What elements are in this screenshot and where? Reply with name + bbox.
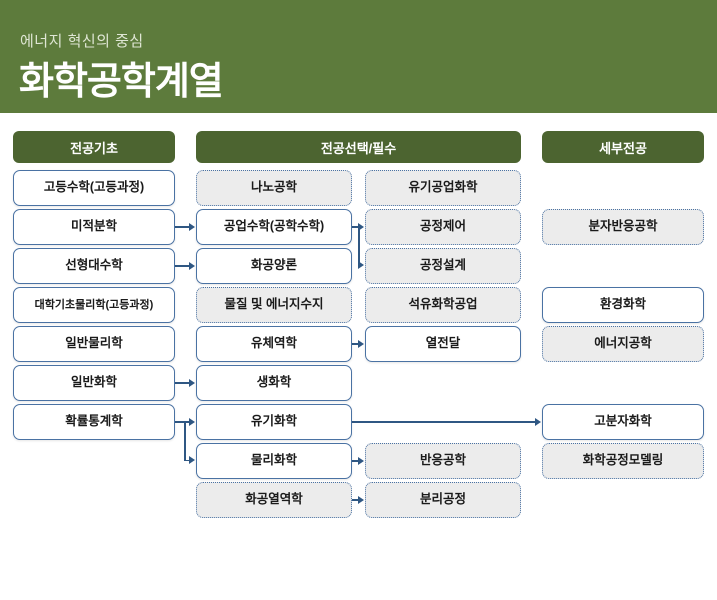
arrow-head-icon [189, 222, 195, 231]
connector-line [358, 226, 360, 267]
arrow-head-icon [535, 417, 541, 426]
connector-line [175, 265, 190, 267]
course-box[interactable]: 화공열역학 [196, 482, 352, 518]
arrow-head-icon [358, 495, 364, 504]
connector-line [352, 343, 360, 345]
arrow-head-icon [358, 261, 364, 270]
course-box[interactable]: 환경화학 [542, 287, 704, 323]
arrow-head-icon [358, 456, 364, 465]
course-box[interactable]: 화학공정모델링 [542, 443, 704, 479]
column-header-2: 전공선택/필수 [196, 131, 521, 163]
connector-line [175, 421, 186, 423]
course-box[interactable]: 고분자화학 [542, 404, 704, 440]
arrow-head-icon [189, 261, 195, 270]
course-box[interactable]: 물리화학 [196, 443, 352, 479]
column-header-3: 세부전공 [542, 131, 704, 163]
column-header-1: 전공기초 [13, 131, 175, 163]
course-box[interactable]: 분자반응공학 [542, 209, 704, 245]
course-box[interactable]: 확률통계학 [13, 404, 175, 440]
course-box[interactable]: 대학기초물리학(고등과정) [13, 287, 175, 323]
course-box[interactable]: 열전달 [365, 326, 521, 362]
course-box[interactable]: 선형대수학 [13, 248, 175, 284]
course-box[interactable]: 유기화학 [196, 404, 352, 440]
course-box[interactable]: 유체역학 [196, 326, 352, 362]
arrow-head-icon [358, 222, 364, 231]
connector-line [184, 459, 191, 462]
course-box[interactable]: 나노공학 [196, 170, 352, 206]
course-box[interactable]: 일반물리학 [13, 326, 175, 362]
arrow-head-icon [189, 417, 195, 426]
page-title: 화학공학계열 [19, 61, 224, 103]
course-box[interactable]: 화공양론 [196, 248, 352, 284]
connector-line [175, 382, 190, 384]
course-box[interactable]: 석유화학공업 [365, 287, 521, 323]
course-box[interactable]: 공정설계 [365, 248, 521, 284]
course-box[interactable]: 공업수학(공학수학) [196, 209, 352, 245]
page-banner: 에너지 혁신의 중심 화학공학계열 [0, 0, 717, 113]
arrow-head-icon [189, 378, 195, 387]
course-box[interactable]: 물질 및 에너지수지 [196, 287, 352, 323]
course-box[interactable]: 생화학 [196, 365, 352, 401]
arrow-head-icon [189, 456, 195, 465]
connector-line [352, 499, 360, 501]
connector-line [352, 460, 360, 462]
connector-line [352, 226, 360, 228]
course-box[interactable]: 반응공학 [365, 443, 521, 479]
course-box[interactable]: 유기공업화학 [365, 170, 521, 206]
connector-line [184, 421, 191, 423]
course-box[interactable]: 공정제어 [365, 209, 521, 245]
course-box[interactable]: 분리공정 [365, 482, 521, 518]
connector-line [184, 421, 186, 462]
course-box[interactable]: 고등수학(고등과정) [13, 170, 175, 206]
connector-line [352, 421, 536, 423]
course-box[interactable]: 에너지공학 [542, 326, 704, 362]
course-box[interactable]: 미적분학 [13, 209, 175, 245]
arrow-head-icon [358, 339, 364, 348]
connector-line [175, 226, 190, 228]
course-box[interactable]: 일반화학 [13, 365, 175, 401]
banner-subtitle: 에너지 혁신의 중심 [20, 33, 144, 50]
